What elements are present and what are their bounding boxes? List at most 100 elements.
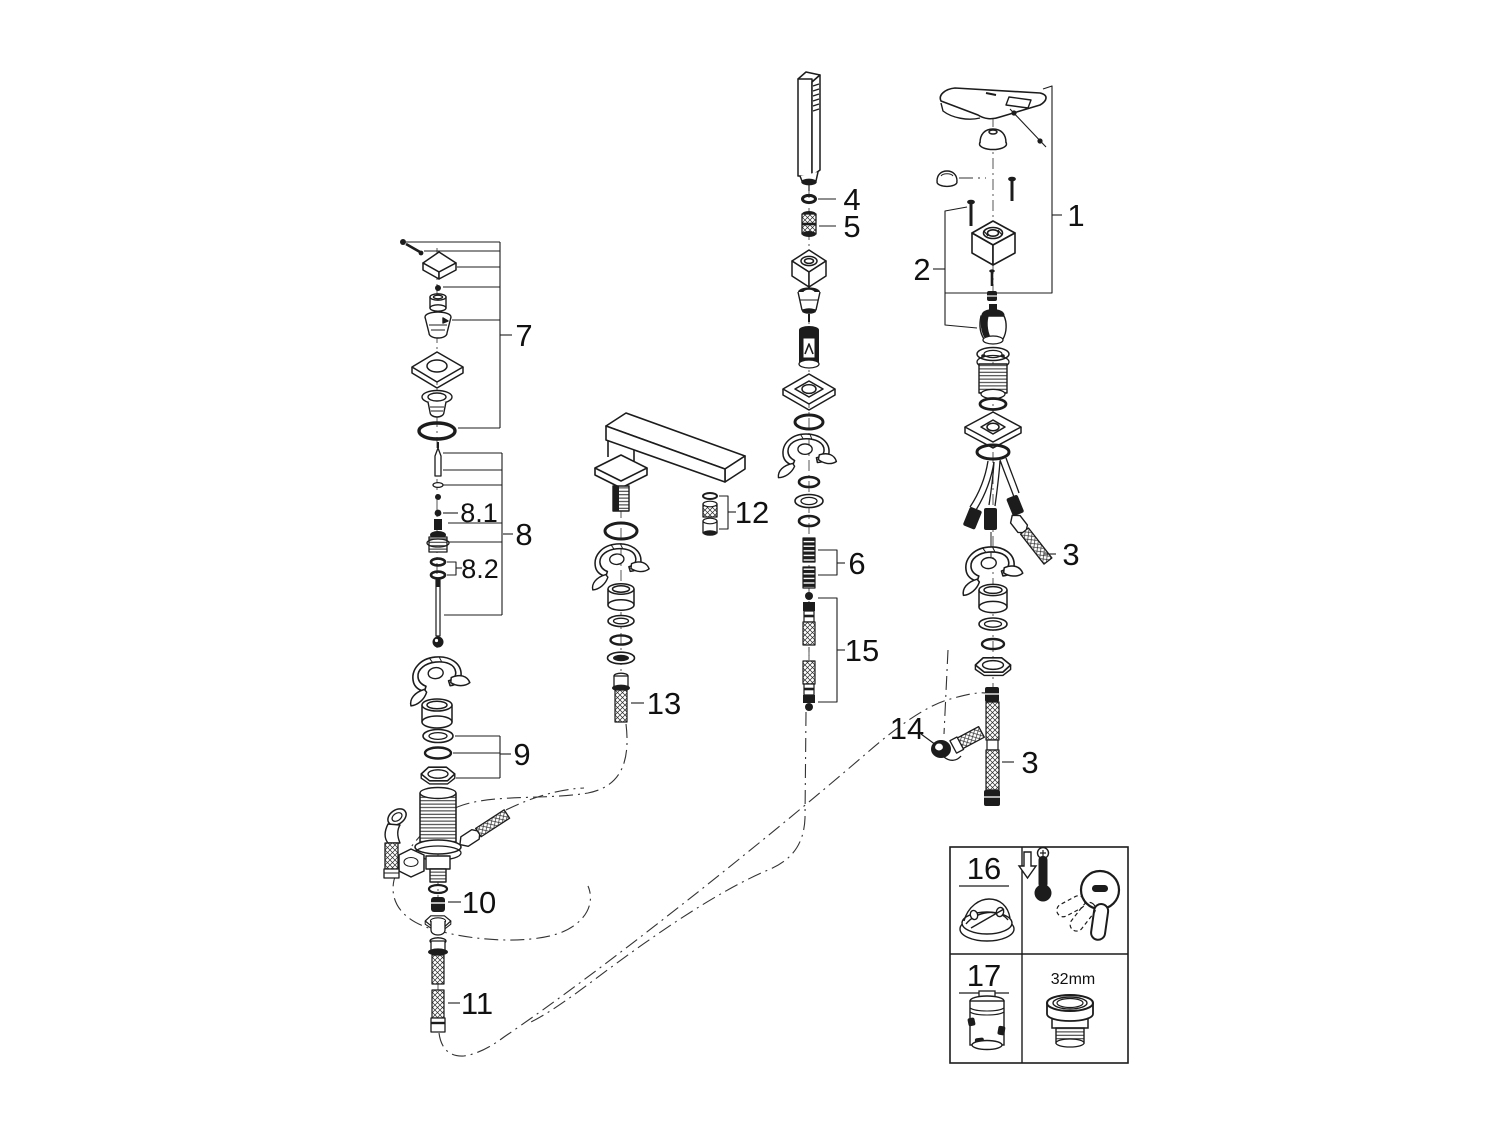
callout-14: 14 <box>890 711 924 746</box>
mixer-escutcheon <box>964 411 1022 449</box>
callout-1: 1 <box>1067 198 1084 233</box>
callout-7: 7 <box>515 318 532 353</box>
handle-dome-cap <box>978 128 1008 151</box>
callout-12: 12 <box>735 495 769 530</box>
handle-cube-body <box>971 220 1016 266</box>
shower-holder-cube <box>791 249 827 288</box>
cartridge-screw-bits <box>987 269 997 301</box>
shower-escutcheon <box>782 373 836 411</box>
callout-4: 4 <box>843 182 860 217</box>
elbow-14 <box>931 725 985 761</box>
cone-adapter <box>797 287 821 322</box>
small-pin <box>435 285 441 291</box>
washers-9 <box>422 728 454 760</box>
side-plug-cap <box>936 170 958 188</box>
handle-screws <box>967 176 1016 226</box>
hose-15-top-dot <box>805 592 813 600</box>
mixer-column: 1 2 <box>890 85 1085 806</box>
shower-hose-15 <box>802 602 816 711</box>
callout-3-lower: 3 <box>1021 745 1038 780</box>
hose-guide-sleeve <box>798 326 820 369</box>
pop-up-rod-lower <box>432 579 444 648</box>
waste-valve-body <box>426 531 450 553</box>
spout-hose-connector <box>612 672 630 692</box>
mixer-washers <box>978 617 1008 651</box>
routing-curve-valve <box>505 787 585 811</box>
callout-13: 13 <box>647 686 681 721</box>
callout-11: 11 <box>461 986 493 1021</box>
thermometer-icon <box>1017 846 1052 902</box>
pop-up-rod-top <box>432 442 444 530</box>
mounting-horseshoe-left <box>405 652 473 707</box>
hose-11 <box>428 937 448 1033</box>
size-label-32mm: 32mm <box>1051 971 1095 988</box>
diverter-valve-body <box>398 786 462 883</box>
callout-10: 10 <box>462 885 496 920</box>
spacer-ring-left <box>421 698 453 729</box>
bracket-15 <box>818 597 845 703</box>
mixer-o-ring-top <box>978 397 1008 411</box>
hose-13 <box>614 689 628 723</box>
spout-assembly: 12 13 <box>588 412 769 723</box>
inset-label-16: 16 <box>967 851 1001 886</box>
bolt-3-upper <box>1009 514 1053 565</box>
inset-legend-box: 16 <box>949 846 1129 1064</box>
callout-9: 9 <box>513 737 530 772</box>
set-screw-tip <box>418 250 424 256</box>
drain-o-ring <box>417 421 457 441</box>
mounting-nut-right <box>974 657 1012 677</box>
mixer-o-ring-bottom <box>975 443 1011 461</box>
bracket-9 <box>453 735 511 779</box>
bracket-6 <box>818 549 845 576</box>
callout-2: 2 <box>913 252 930 287</box>
set-screw <box>405 242 421 254</box>
elbow-connector-left <box>383 808 407 879</box>
springs-6 <box>802 537 816 589</box>
routing-curve-middle <box>530 711 807 1023</box>
hose-routing-curves <box>392 177 993 1057</box>
inset-label-17: 17 <box>967 958 1001 993</box>
bracket-12 <box>719 495 736 530</box>
drain-knob-cube <box>422 251 457 280</box>
callout-8-2: 8.2 <box>461 554 499 584</box>
cartridge-sleeve-part <box>967 990 1006 1051</box>
tub-spout <box>594 412 746 489</box>
bracket-2 <box>933 206 978 329</box>
bracket-8 <box>443 452 513 616</box>
leader-14 <box>920 733 937 746</box>
center-axes <box>436 82 994 1032</box>
lever-handle <box>939 87 1047 120</box>
cartridge-2 <box>979 304 1007 345</box>
spout-shank-shadow <box>613 486 619 511</box>
bracket-7 <box>406 241 512 429</box>
drain-escutcheon-plate <box>411 351 464 389</box>
adapter-32mm-part <box>1046 994 1094 1048</box>
check-valve-10 <box>431 897 445 912</box>
callout-6: 6 <box>848 546 865 581</box>
callout-5: 5 <box>843 209 860 244</box>
spout-o-ring <box>603 521 639 541</box>
knob-bushing <box>429 293 447 312</box>
bracket-1 <box>945 85 1062 294</box>
hose-3-lower <box>984 687 1000 806</box>
lift-rod-cap <box>424 311 452 339</box>
callout-15: 15 <box>845 633 879 668</box>
left-column-drain-assembly: 7 <box>383 239 533 1033</box>
bolt-connector-right <box>459 809 511 847</box>
handle-screw-leader <box>1009 108 1047 148</box>
hose-nut-11-body <box>430 921 446 936</box>
hand-shower <box>797 71 821 191</box>
routing-line-to-elbow <box>943 649 949 735</box>
small-o-ring-10 <box>427 883 449 895</box>
spout-washers <box>606 614 636 665</box>
supply-hose-fan <box>963 457 1024 558</box>
mounting-horseshoe-spout <box>588 540 652 591</box>
callout-8-1: 8.1 <box>460 498 498 528</box>
callout-3-upper: 3 <box>1062 537 1079 572</box>
bracket-8-2 <box>447 561 462 576</box>
spacer-ring-right <box>978 583 1008 614</box>
mounting-nut-left <box>420 766 456 785</box>
handshower-column: 4 5 <box>777 71 879 711</box>
